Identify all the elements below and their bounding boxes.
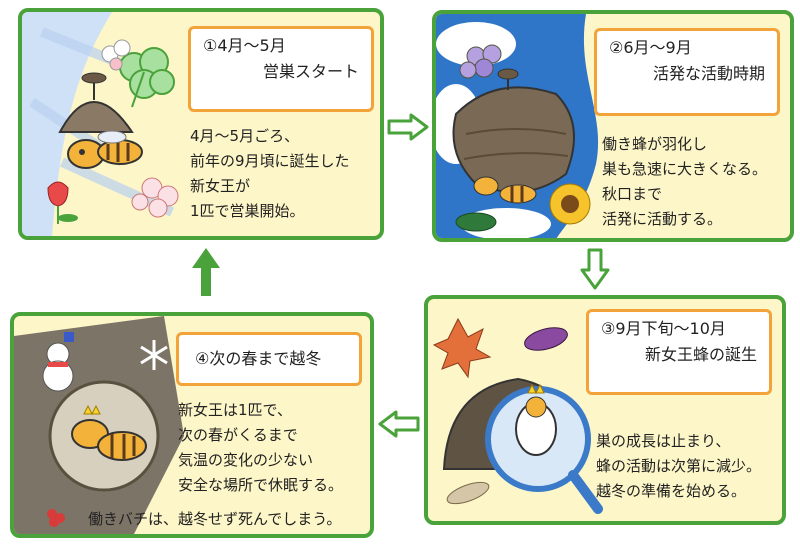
stage3-description: 巣の成長は止まり、 蜂の活動は次第に減少。 越冬の準備を始める。 (596, 429, 761, 504)
stage3-title-period: ③9月下旬～10月 (601, 319, 726, 338)
stage1-title-period: ①4月～5月 (203, 36, 286, 55)
maple-leaf-icon (432, 317, 492, 379)
leaf-icon (455, 212, 497, 232)
stage4-title-phase: ④次の春まで越冬 (195, 349, 322, 368)
stage3-line-2: 蜂の活動は次第に減少。 (596, 457, 762, 475)
sunflower-icon (549, 183, 591, 225)
stage4-line-2: 次の春がくるまで (178, 426, 298, 444)
stage4-title: ④次の春まで越冬 (176, 332, 362, 386)
hydrangea-icon (459, 44, 502, 79)
stage2-title: ②6月～9月 活発な活動時期 (594, 28, 780, 116)
stage2-line-4: 活発に活動する。 (602, 210, 723, 228)
arrow-right-icon (387, 113, 429, 141)
stage2-illustration (436, 14, 599, 238)
snowman-icon (42, 332, 74, 392)
stage4-note: 働きバチは、越冬せず死んでしまう。 (88, 510, 342, 528)
stage4-illustration (14, 316, 184, 534)
queen-hornet-icon (58, 72, 143, 169)
stage2-title-period: ②6月～9月 (609, 38, 692, 57)
stage4-description: 新女王は1匹で、 次の春がくるまで 気温の変化の少ない 安全な場所で休眠する。 (178, 398, 343, 498)
stage1-line-2: 前年の9月頃に誕生した (190, 152, 350, 170)
worker-hornet-icon (473, 176, 537, 204)
arrow-up-icon (192, 248, 220, 296)
stage1-title: ①4月～5月 営巣スタート (188, 26, 374, 112)
stage4-line-1: 新女王は1匹で、 (178, 401, 292, 419)
stage4-line-3: 気温の変化の少ない (178, 451, 314, 469)
cherry-blossom-icon (131, 177, 179, 218)
dry-leaf-icon (446, 481, 490, 505)
stage1-line-3: 新女王が (190, 177, 251, 195)
arrow-left-icon (378, 410, 420, 438)
nest-icon (452, 68, 575, 193)
stage3-line-1: 巣の成長は止まり、 (596, 432, 731, 450)
stage2-title-phase: 活発な活動時期 (652, 64, 765, 83)
stage1-description: 4月～5月ごろ、 前年の9月頃に誕生した 新女王が 1匹で営巣開始。 (190, 124, 350, 224)
stage2-line-1: 働き蜂が羽化し (602, 135, 708, 153)
stage3-title-phase: 新女王蜂の誕生 (644, 345, 757, 364)
clover-icon (119, 47, 175, 108)
stage-card-1: ①4月～5月 営巣スタート 4月～5月ごろ、 前年の9月頃に誕生した 新女王が … (18, 8, 384, 240)
sweet-potato-icon (524, 327, 568, 351)
stage1-line-4: 1匹で営巣開始。 (190, 202, 305, 220)
stage1-line-1: 4月～5月ごろ、 (190, 127, 300, 145)
stage2-description: 働き蜂が羽化し 巣も急速に大きくなる。 秋口まで 活発に活動する。 (602, 132, 767, 232)
stage3-line-3: 越冬の準備を始める。 (596, 482, 747, 500)
white-flower-icon (101, 39, 131, 71)
tulip-icon (47, 181, 78, 224)
stage4-line-4: 安全な場所で休眠する。 (178, 476, 344, 494)
stage1-title-phase: 営巣スタート (262, 62, 359, 81)
new-queen-hornet-icon (515, 383, 557, 456)
stage3-title: ③9月下旬～10月 新女王蜂の誕生 (586, 309, 772, 395)
stage2-line-3: 秋口まで (602, 185, 663, 203)
stage3-illustration (432, 317, 603, 514)
arrow-down-icon (580, 248, 610, 290)
sleeping-queen-hornet-icon (48, 380, 160, 492)
stage-card-2: ②6月～9月 活発な活動時期 働き蜂が羽化し 巣も急速に大きくなる。 秋口まで … (432, 10, 794, 242)
red-berries-icon (47, 509, 65, 527)
stage1-illustration (22, 12, 179, 236)
stage-card-3: ③9月下旬～10月 新女王蜂の誕生 巣の成長は止まり、 蜂の活動は次第に減少。 … (424, 295, 786, 525)
snowflake-icon (140, 340, 168, 370)
stage-card-4: ④次の春まで越冬 新女王は1匹で、 次の春がくるまで 気温の変化の少ない 安全な… (10, 312, 374, 538)
stage2-line-2: 巣も急速に大きくなる。 (602, 160, 768, 178)
